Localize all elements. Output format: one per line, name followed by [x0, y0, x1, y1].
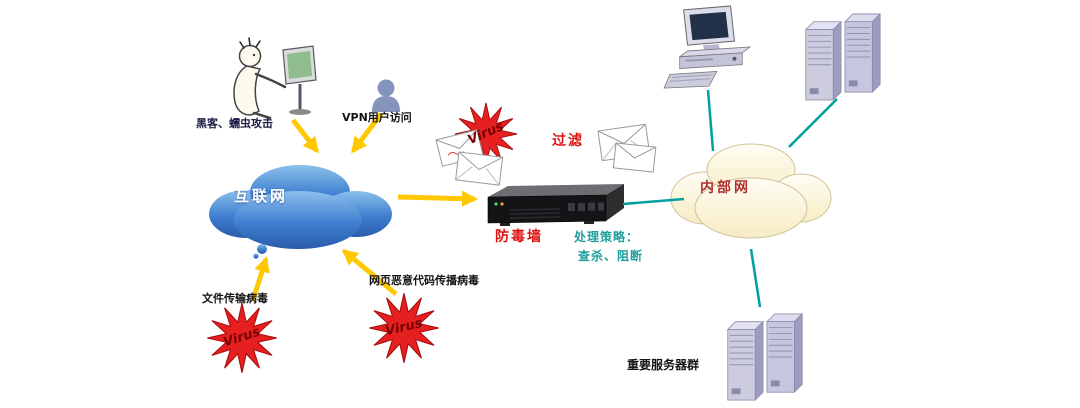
link-intranet-servers-bottom	[749, 248, 762, 308]
internet-cloud	[209, 165, 392, 259]
strategy-actions-label: 查杀、阻断	[578, 249, 644, 263]
strategy-title-label: 处理策略：	[574, 230, 640, 244]
link-firewall-intranet	[622, 197, 685, 206]
arrow-internet-to-firewall	[397, 190, 478, 207]
intranet-cloud	[670, 143, 832, 239]
arrow-filevirus-to-internet	[250, 256, 270, 301]
hacker-attack-label: 黑客、蠕虫攻击	[196, 117, 273, 130]
link-intranet-pc	[706, 89, 715, 152]
arrow-hacker-to-internet	[291, 118, 319, 154]
server-rack-bottom-icon	[727, 313, 803, 401]
link-intranet-servers-top	[788, 98, 838, 148]
filter-label: 过滤	[552, 133, 584, 149]
desktop-pc-icon	[663, 4, 752, 90]
attack-arrows	[250, 112, 478, 301]
firewall-appliance-icon	[487, 184, 624, 226]
internet-cloud-label: 互联网	[234, 187, 289, 205]
filtered-mail-icon	[597, 123, 657, 173]
arrow-webvirus-to-internet	[341, 249, 398, 296]
web-virus-label: 网页恶意代码传播病毒	[369, 274, 479, 287]
arrow-vpn-to-internet	[351, 112, 383, 154]
intranet-cloud-label: 内部网	[700, 180, 751, 196]
firewall-label: 防毒墙	[495, 229, 543, 245]
server-rack-top-icon	[805, 13, 881, 101]
intranet-links	[622, 89, 838, 308]
server-group-label: 重要服务器群	[627, 358, 700, 372]
vpn-user-label: VPN用户访问	[342, 111, 412, 124]
hacker-icon	[233, 37, 317, 120]
vpn-user-icon	[372, 79, 400, 112]
file-virus-label: 文件传输病毒	[202, 292, 268, 305]
infected-mail-icon	[435, 129, 504, 186]
